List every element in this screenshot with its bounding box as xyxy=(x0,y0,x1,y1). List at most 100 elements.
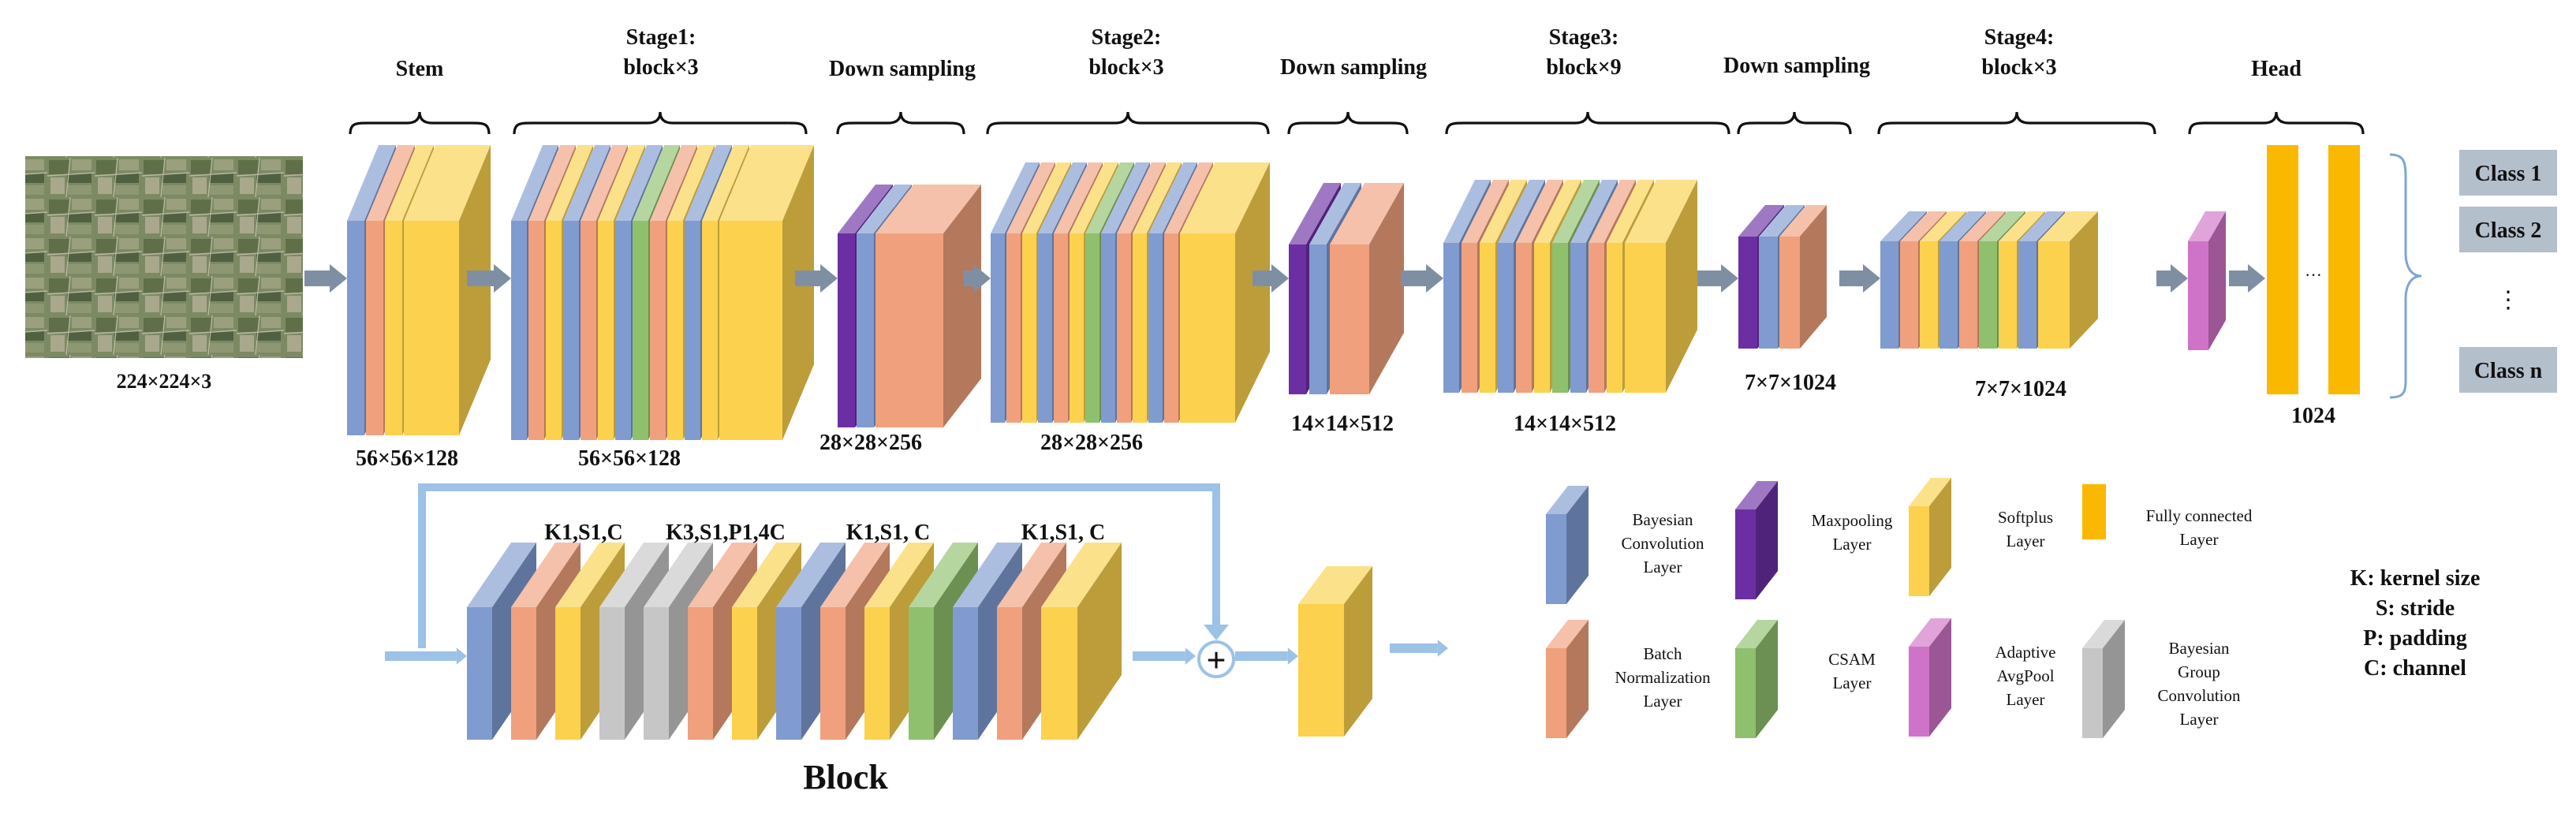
stage2-layer-7-face xyxy=(1085,233,1099,423)
stage3-title-line-2: block×9 xyxy=(1546,55,1621,80)
stage4-layer-6-face xyxy=(1979,241,1997,349)
stage3-layer-4-top xyxy=(1498,180,1545,243)
ds1-layer-1-top xyxy=(838,185,893,233)
stage1-layer-13-face xyxy=(719,221,782,440)
block-output-softplus-face xyxy=(1298,604,1344,737)
ds2-layer-2-top xyxy=(1309,183,1361,244)
legend-softplus-text-2: Layer xyxy=(2007,532,2045,550)
arrow-stage2-ds2-head xyxy=(1271,264,1289,293)
arrow-ds3-stage4-shaft xyxy=(1839,270,1863,286)
stage3-layer-3-top xyxy=(1480,180,1527,243)
ds3-layer-3-side xyxy=(1800,205,1827,349)
stem-dims-label: 56×56×128 xyxy=(356,446,458,471)
head-avgpool-top xyxy=(2188,211,2226,241)
stage4-brace xyxy=(1877,111,2156,135)
stem-layer-4-face xyxy=(404,221,459,435)
legend-softplus-swatch-side xyxy=(1929,478,1951,596)
block-layer-14 xyxy=(1041,543,1122,740)
legend-fc-text-1: Fully connected xyxy=(2146,506,2253,525)
stage1-layer-9-top xyxy=(650,145,697,221)
legend-avgpool-swatch-face xyxy=(1909,647,1929,737)
legend-group-conv-swatch xyxy=(2082,620,2125,738)
legend-bayesian-conv-text-2: Convolution xyxy=(1621,534,1704,553)
stage2-dims-label: 28×28×256 xyxy=(1040,431,1143,455)
stage2-layer-12-face xyxy=(1164,233,1178,423)
block-input-arrow xyxy=(385,647,467,665)
legend-maxpool-swatch-side xyxy=(1756,481,1778,599)
block-layer-8-top xyxy=(776,543,846,607)
stage2-layer-4-face xyxy=(1038,233,1052,423)
block-layer-3-face xyxy=(555,607,581,740)
stage2-layer-2-face xyxy=(1006,233,1021,423)
head-avgpool xyxy=(2188,211,2226,350)
stem-layer-4-top xyxy=(404,145,491,221)
block-layer-8-face xyxy=(776,607,801,740)
stem-layer-1-top xyxy=(347,145,396,221)
block-group-label-4: K1,S1, C xyxy=(1021,520,1106,545)
stage4-layer-9-top xyxy=(2038,211,2098,241)
stage2-layer-8-top xyxy=(1101,162,1150,233)
arrow-stem-stage1-head xyxy=(494,264,511,293)
legend-avgpool-text-2: AvgPool xyxy=(1996,666,2054,685)
stage3-layer-6-top xyxy=(1534,180,1581,243)
stage4-layer-1-top xyxy=(1880,211,1927,241)
stage3-layer-7-face xyxy=(1552,243,1568,393)
stage2-layer-13 xyxy=(1180,162,1270,423)
block-to-add-arrow-shaft xyxy=(1133,651,1185,661)
class-ellipsis: ⋮ xyxy=(2496,287,2520,313)
legend-bayesian-conv-text-3: Layer xyxy=(1644,558,1682,576)
ds3-layer-3-top xyxy=(1779,205,1827,237)
arrow-stage4-head-head xyxy=(2171,264,2188,293)
stage1-layer-6-face xyxy=(598,221,614,440)
block-layer-6-face xyxy=(688,607,713,740)
stem-layer-3-face xyxy=(385,221,402,435)
legend-batch-norm-text-2: Normalization xyxy=(1615,668,1711,687)
arrow-ds1-stage2-head xyxy=(973,264,991,293)
arrow-stage1-ds1 xyxy=(795,264,838,293)
stage2-layer-13-top xyxy=(1180,162,1270,233)
arrow-stage2-ds2 xyxy=(1253,264,1289,293)
block-output-arrow xyxy=(1390,640,1448,657)
ds3-layer-1-top xyxy=(1738,205,1784,237)
stage2-layer-10-face xyxy=(1133,233,1147,423)
stage3-layer-8-face xyxy=(1570,243,1586,393)
arrow-avgpool-fc-head xyxy=(2248,264,2265,293)
legend-batch-norm-text-1: Batch xyxy=(1644,644,1682,663)
stage2-layer-5-top xyxy=(1054,162,1103,233)
ds3-layer-3-face xyxy=(1779,237,1800,349)
stage2-layer-13-face xyxy=(1180,233,1235,423)
legend-batch-norm-swatch-side xyxy=(1566,620,1589,738)
stage4-layer-7-face xyxy=(1999,241,2017,349)
stage2-layer-7-top xyxy=(1085,162,1134,233)
stage3-layer-4-face xyxy=(1498,243,1514,393)
arrow-stage3-ds3-shaft xyxy=(1697,270,1721,286)
stage2-layer-11-face xyxy=(1148,233,1163,423)
head-dims-label: 1024 xyxy=(2291,404,2335,428)
stage2-layer-6-top xyxy=(1070,162,1118,233)
block-layer-10-top xyxy=(864,543,934,607)
block-layer-2-face xyxy=(511,607,536,740)
stage1-layer-4-top xyxy=(563,145,610,221)
ds2-layer-1-top xyxy=(1289,183,1341,244)
block-layer-9-face xyxy=(820,607,846,740)
block-output-softplus xyxy=(1298,566,1372,737)
legend-avgpool-swatch-side xyxy=(1929,618,1951,737)
block-group-label-1: K1,S1,C xyxy=(544,520,623,545)
arrow-ds1-stage2-shaft xyxy=(964,270,973,286)
stage3-layer-5-top xyxy=(1516,180,1563,243)
stage3-layer-10-face xyxy=(1607,243,1622,393)
skip-arrow-head xyxy=(1204,625,1229,640)
block-layer-6-top xyxy=(688,543,757,607)
stage2-brace xyxy=(986,111,1270,135)
class-brace xyxy=(2389,153,2422,399)
legend-bayesian-conv-swatch-side xyxy=(1566,486,1589,604)
legend-group-conv-text-2: Group xyxy=(2178,662,2220,681)
stage1-layer-7-face xyxy=(615,221,631,440)
stage1-dims-label: 56×56×128 xyxy=(578,446,681,471)
stage4-layer-4-face xyxy=(1939,241,1958,349)
arrow-avgpool-fc-shaft xyxy=(2229,270,2248,286)
arrow-ds3-stage4 xyxy=(1839,264,1880,293)
stage1-layer-4-face xyxy=(563,221,579,440)
stage2-layer-11-top xyxy=(1148,162,1197,233)
stage3-layer-6-face xyxy=(1534,243,1550,393)
